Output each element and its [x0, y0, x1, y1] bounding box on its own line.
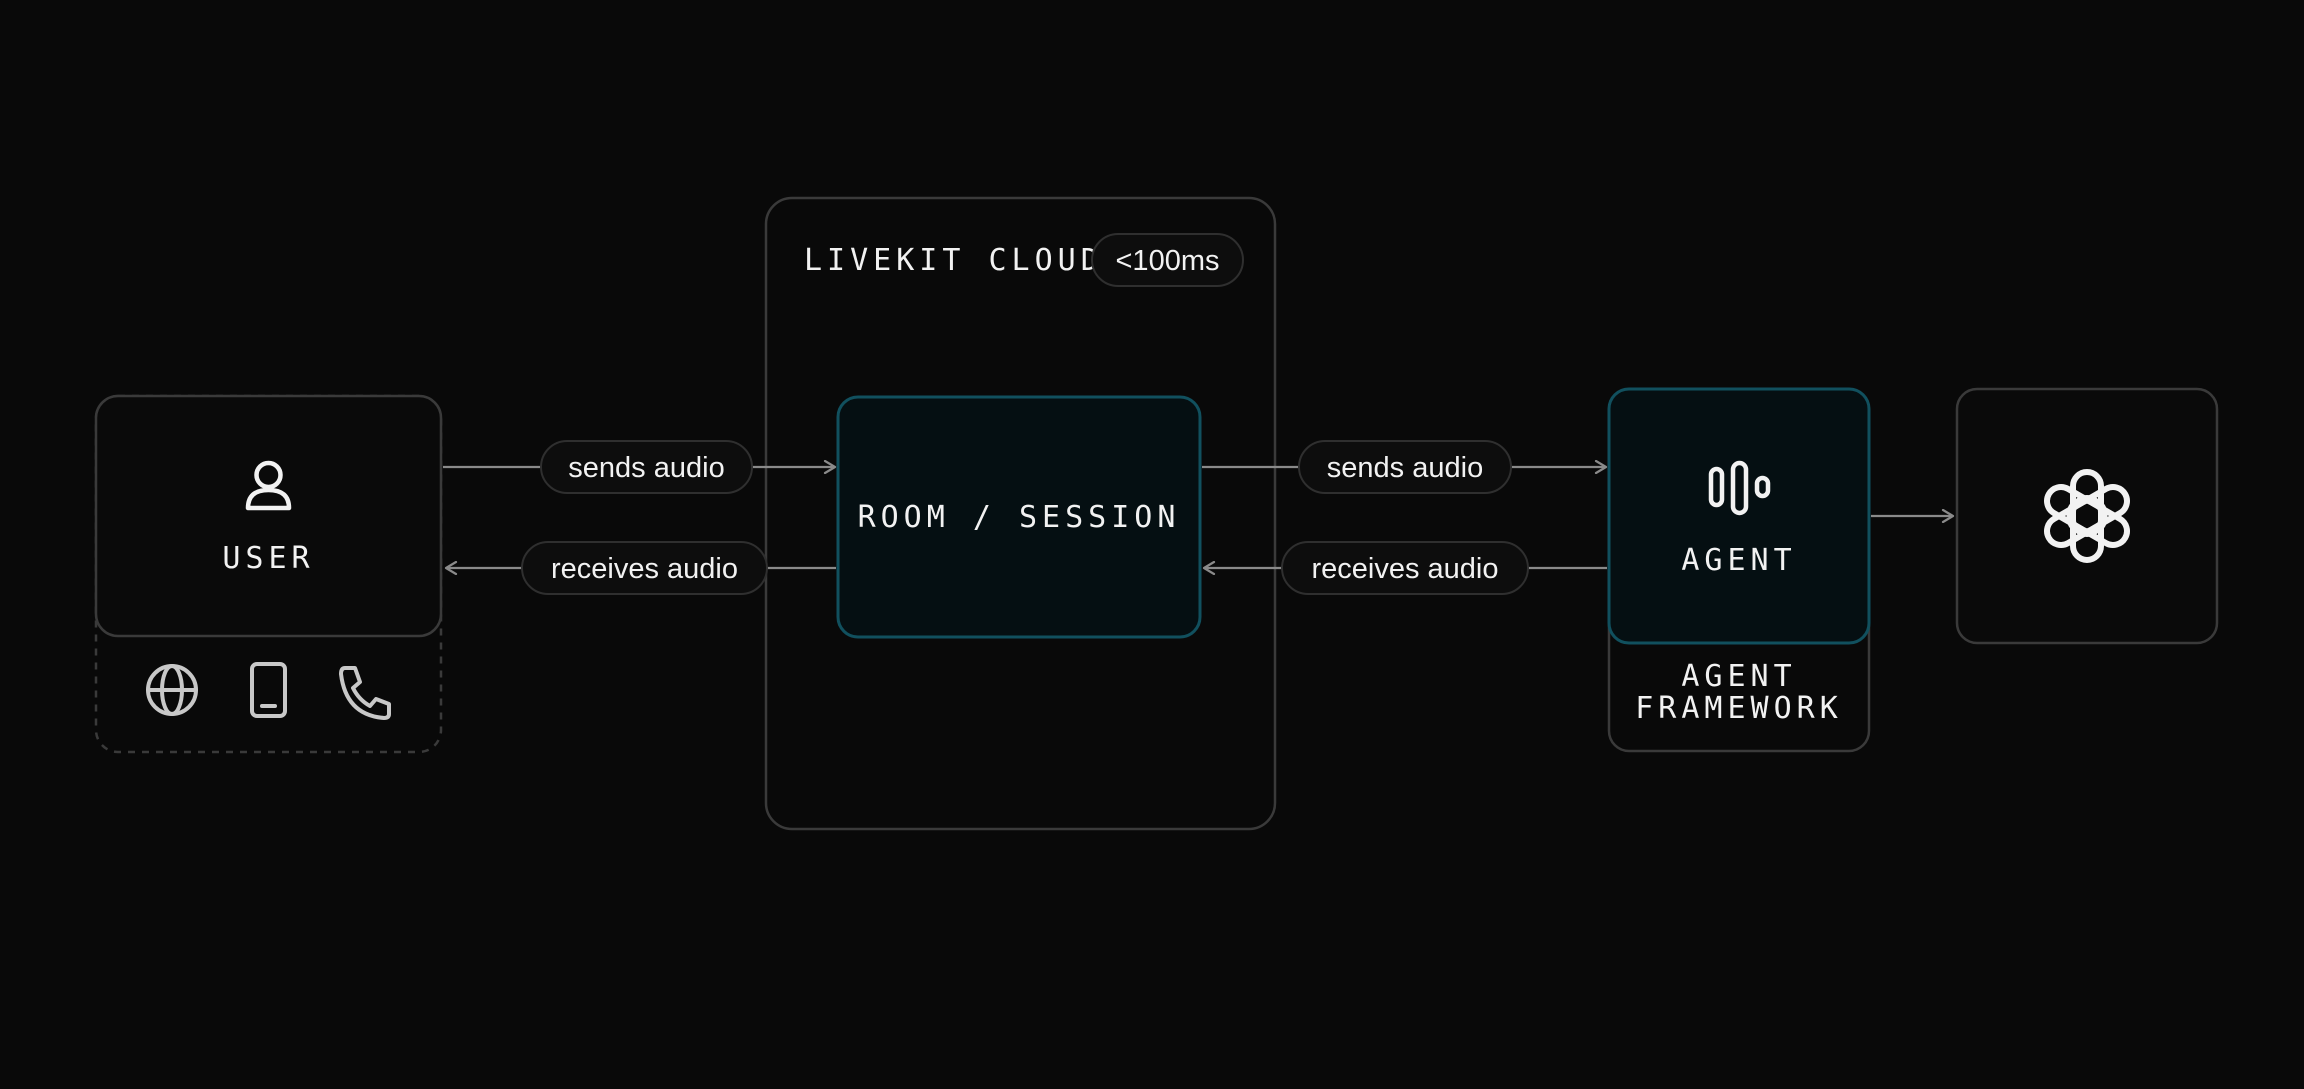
edge-label-pill	[540, 440, 753, 494]
globe-icon	[146, 664, 198, 716]
edge-label-room-to-agent: sends audio	[1298, 440, 1512, 494]
agent-framework-label-line2: FRAMEWORK	[1635, 691, 1843, 726]
agent-label: AGENT	[1681, 543, 1796, 578]
agent-box	[1607, 387, 1871, 645]
audio-bars-icon	[1708, 460, 1771, 516]
edge-label-user-to-room: sends audio	[540, 440, 753, 494]
edge-label-text: sends audio	[1327, 452, 1483, 484]
user-box	[94, 394, 443, 638]
latency-badge-label: <100ms	[1116, 245, 1220, 277]
phone-call-icon	[339, 666, 391, 720]
livekit-cloud-container: LIVEKIT CLOUD <100ms	[764, 196, 1277, 831]
edge-label-agent-to-room: receives audio	[1281, 541, 1529, 595]
provider-node	[1955, 387, 2219, 645]
user-node: USER	[94, 394, 443, 754]
openai-logo-icon	[2044, 469, 2130, 563]
room-session-node: ROOM / SESSION	[836, 395, 1202, 639]
edge-label-pill	[1281, 541, 1529, 595]
user-label: USER	[222, 541, 314, 576]
edge-label-room-to-user: receives audio	[521, 541, 768, 595]
room-session-label: ROOM / SESSION	[858, 500, 1181, 535]
agent-node: AGENT AGENT FRAMEWORK	[1607, 387, 1871, 753]
agent-framework-label-line1: AGENT	[1681, 659, 1796, 694]
edge-label-text: receives audio	[551, 553, 738, 585]
cloud-border	[764, 196, 1277, 831]
edges	[443, 467, 1953, 568]
edge-label-pill	[1298, 440, 1512, 494]
edge-label-text: receives audio	[1312, 553, 1499, 585]
user-icon	[245, 460, 292, 511]
room-session-box	[836, 395, 1202, 639]
edge-label-text: sends audio	[568, 452, 724, 484]
provider-box	[1955, 387, 2219, 645]
phone-mobile-icon	[250, 662, 287, 718]
edge-label-pill	[521, 541, 768, 595]
latency-badge-pill	[1091, 233, 1244, 287]
latency-badge: <100ms	[1091, 233, 1244, 287]
cloud-title: LIVEKIT CLOUD	[804, 243, 1104, 278]
